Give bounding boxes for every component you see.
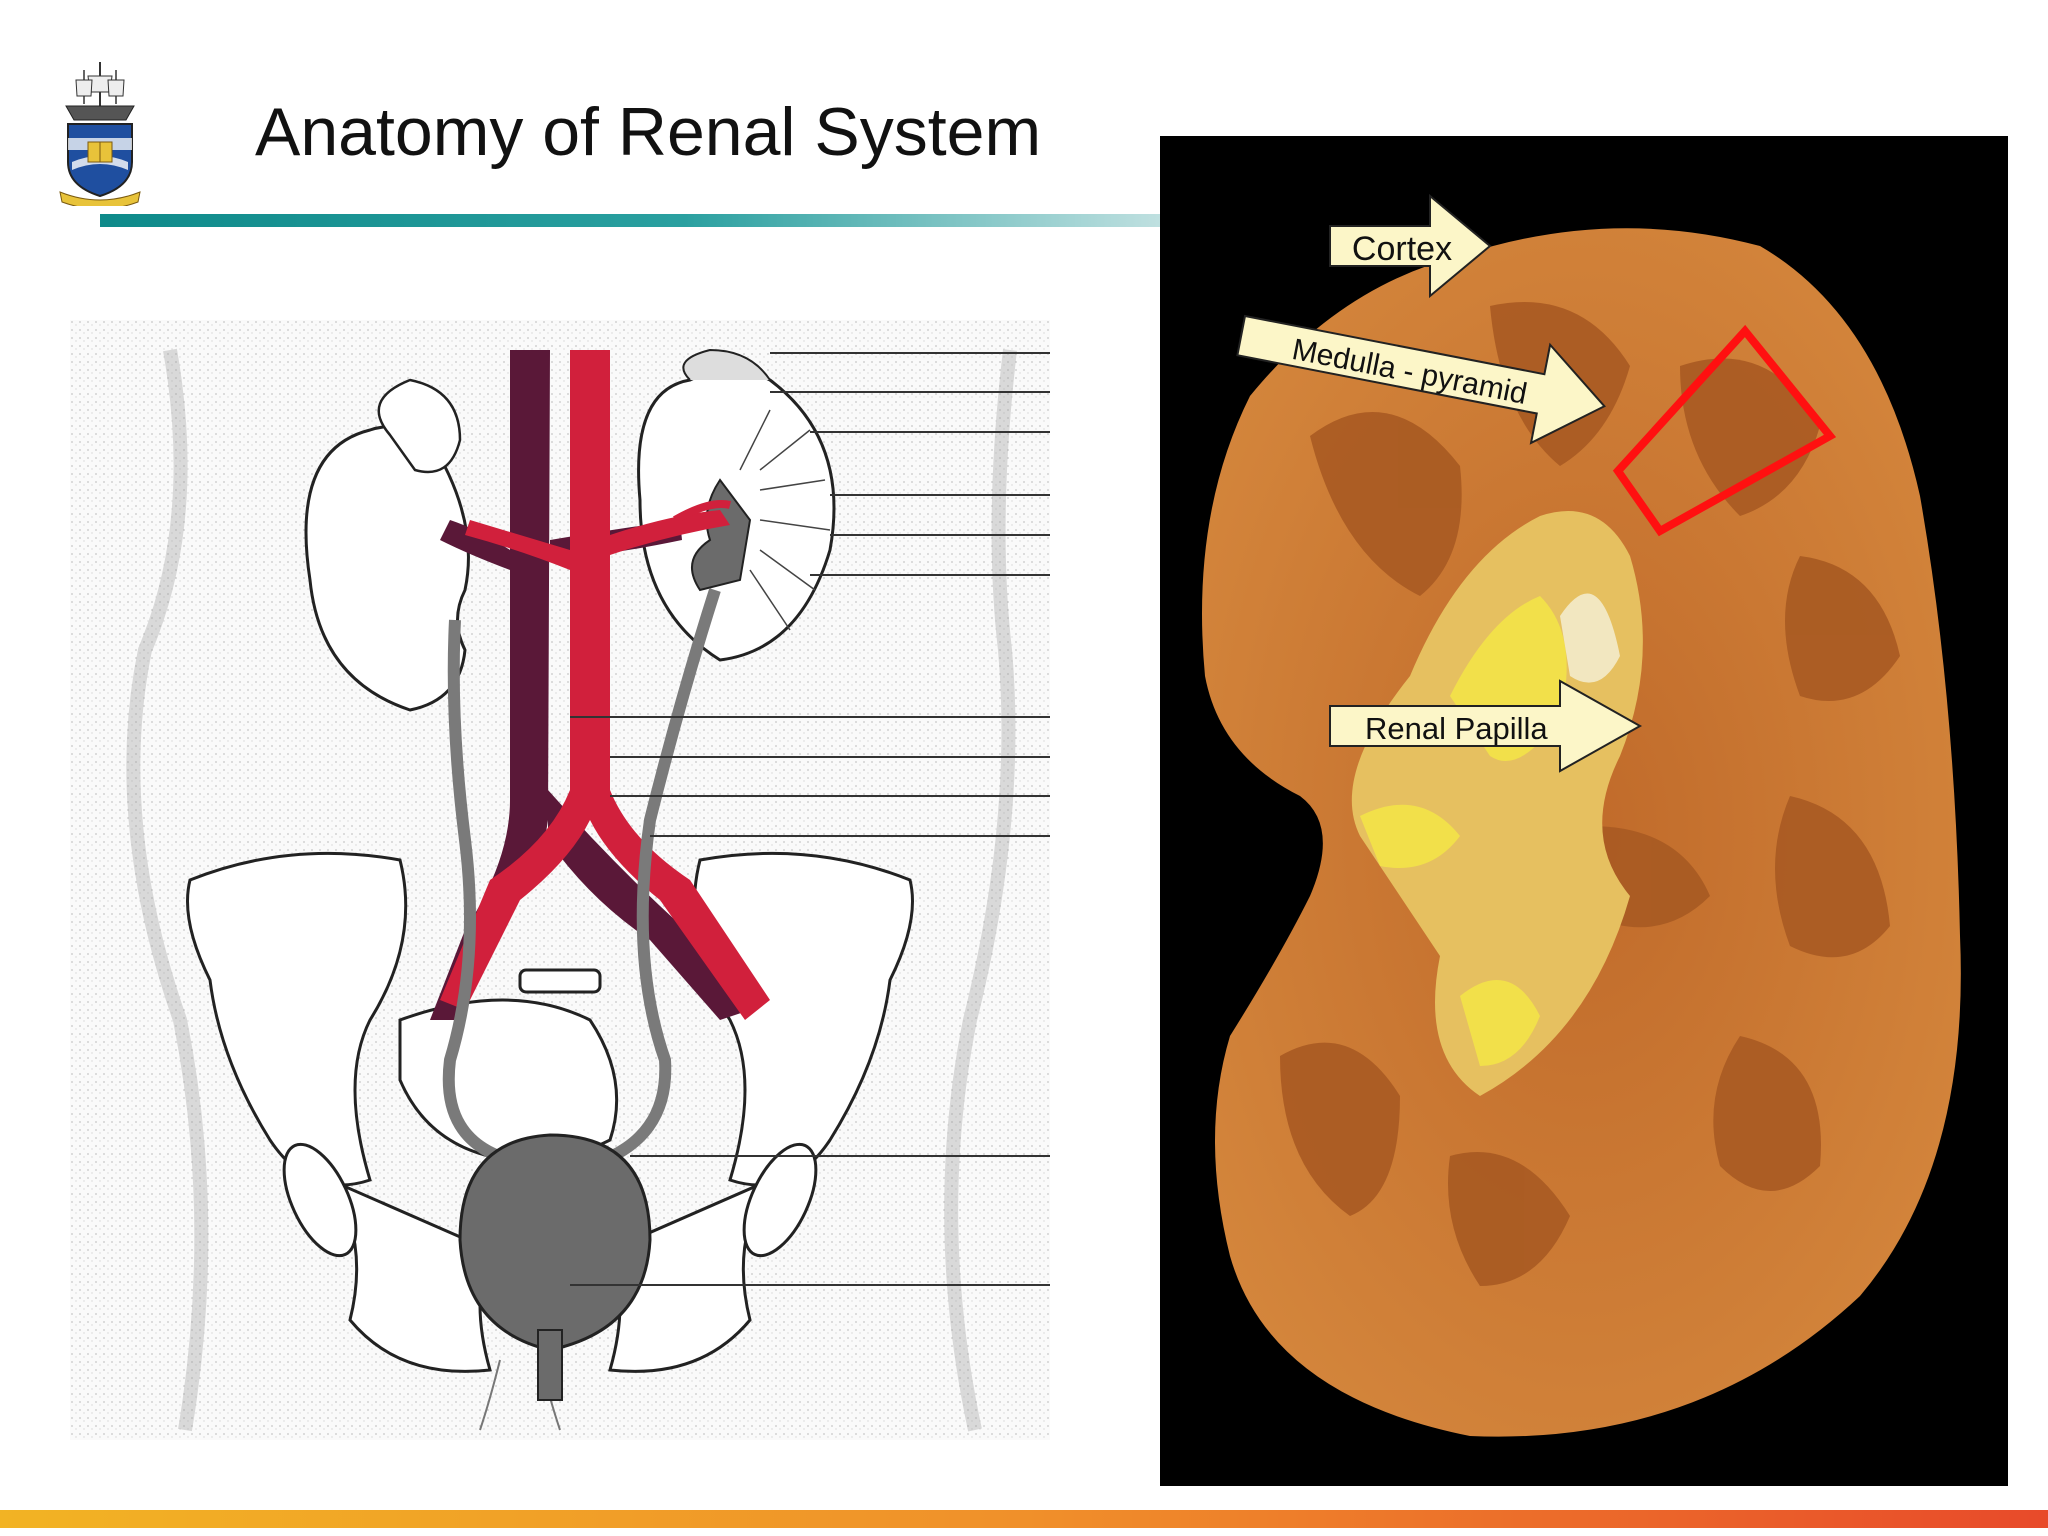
label-leader-lines bbox=[570, 352, 1050, 1286]
inferior-vena-cava bbox=[430, 350, 550, 1020]
aorta bbox=[440, 350, 770, 1020]
papilla-callout: Renal Papilla bbox=[1329, 679, 1643, 773]
torso-outline bbox=[126, 348, 209, 1432]
shield-icon bbox=[67, 123, 133, 198]
footer-accent-bar bbox=[0, 1510, 2048, 1528]
university-crest-icon bbox=[59, 62, 141, 206]
ureter-left bbox=[442, 619, 512, 1166]
ureter-right bbox=[588, 588, 721, 1171]
urinary-bladder bbox=[458, 1133, 652, 1401]
cortex-callout: Cortex bbox=[1329, 193, 1492, 299]
pelvis bbox=[186, 851, 914, 1373]
papilla-label: Renal Papilla bbox=[1365, 711, 1548, 746]
pyramid-highlight-box bbox=[1612, 324, 1837, 537]
urinary-system-diagram bbox=[70, 320, 1050, 1440]
kidney-section-photo: Cortex Medulla - pyramid Renal Papilla bbox=[1160, 136, 2008, 1486]
ship-icon bbox=[65, 62, 135, 121]
page-title: Anatomy of Renal System bbox=[255, 94, 1042, 170]
title-underline bbox=[100, 214, 1160, 227]
motto-scroll bbox=[59, 191, 141, 206]
cortex-label: Cortex bbox=[1352, 230, 1452, 268]
kidney-right-section bbox=[637, 348, 836, 662]
